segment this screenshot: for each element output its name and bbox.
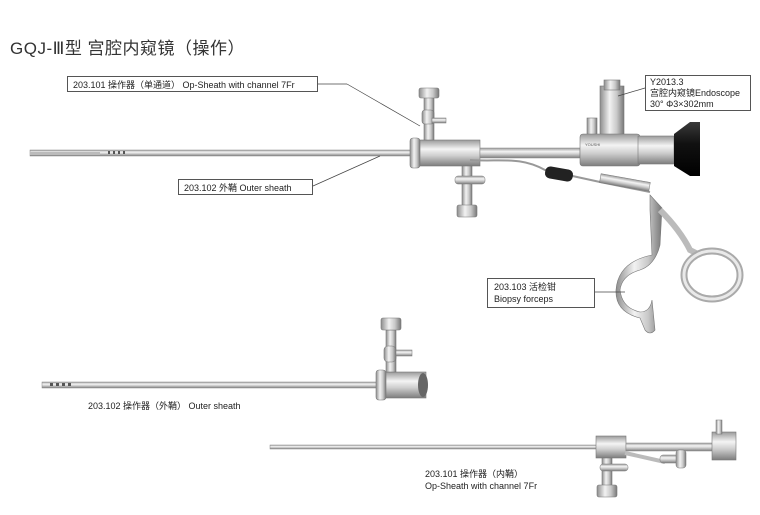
endoscope-model-label: Y2013.3 bbox=[650, 77, 684, 87]
outer-sheath-top-label: 203.102 外鞘 Outer sheath bbox=[184, 183, 292, 193]
endoscope-spec-label: 30° Φ3×302mm bbox=[650, 99, 714, 109]
outer-sheath-bottom-label: 203.102 操作器（外鞘） Outer sheath bbox=[88, 401, 241, 411]
biopsy-forceps-label-box: 203.103 活检钳 Biopsy forceps bbox=[487, 278, 595, 308]
biopsy-forceps-en-label: Biopsy forceps bbox=[494, 294, 554, 304]
inner-sheath-illustration bbox=[269, 419, 737, 498]
endoscope-label-box: Y2013.3 宫腔内窥镜Endoscope 30° Φ3×302mm bbox=[645, 75, 751, 111]
op-sheath-channel-label-box: 203.101 操作器（单通道） Op-Sheath with channel … bbox=[67, 76, 318, 92]
inner-sheath-en-label: Op-Sheath with channel 7Fr bbox=[425, 481, 538, 491]
page-title: GQJ-Ⅲ型 宫腔内窥镜（操作） bbox=[10, 39, 246, 58]
endoscope-name-label: 宫腔内窥镜Endoscope bbox=[650, 88, 741, 98]
op-sheath-channel-label: 203.101 操作器（单通道） Op-Sheath with channel … bbox=[73, 80, 295, 90]
outer-sheath-top-label-box: 203.102 外鞘 Outer sheath bbox=[178, 179, 313, 195]
biopsy-forceps-cn-label: 203.103 活检钳 bbox=[494, 282, 557, 292]
assembled-hysteroscope bbox=[29, 79, 744, 334]
leader-lines bbox=[312, 83, 646, 293]
outer-sheath-illustration bbox=[41, 317, 428, 401]
brand-mark: YOUSHI bbox=[585, 142, 600, 147]
inner-sheath-cn-label: 203.101 操作器（内鞘） bbox=[425, 469, 524, 479]
